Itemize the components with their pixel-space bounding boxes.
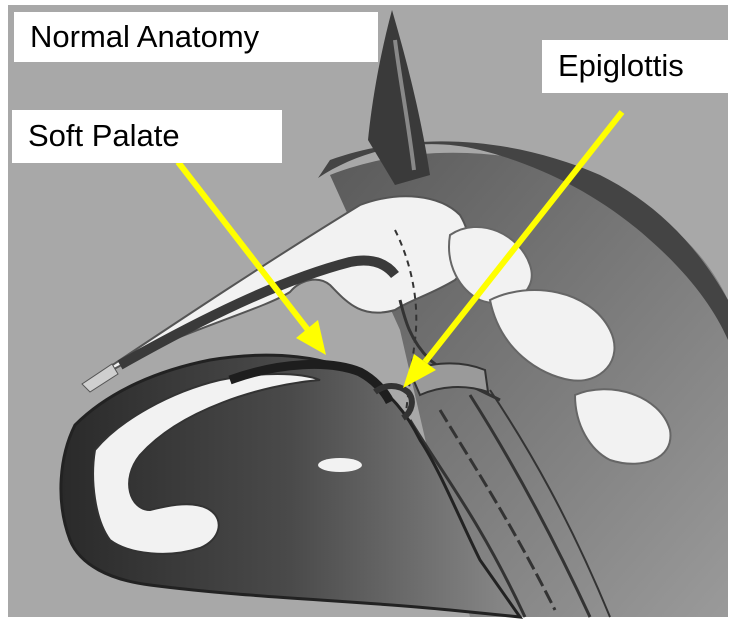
epiglottis-label: Epiglottis [542, 40, 735, 93]
figure-title: Normal Anatomy [14, 12, 378, 62]
soft-palate-label: Soft Palate [12, 110, 282, 163]
